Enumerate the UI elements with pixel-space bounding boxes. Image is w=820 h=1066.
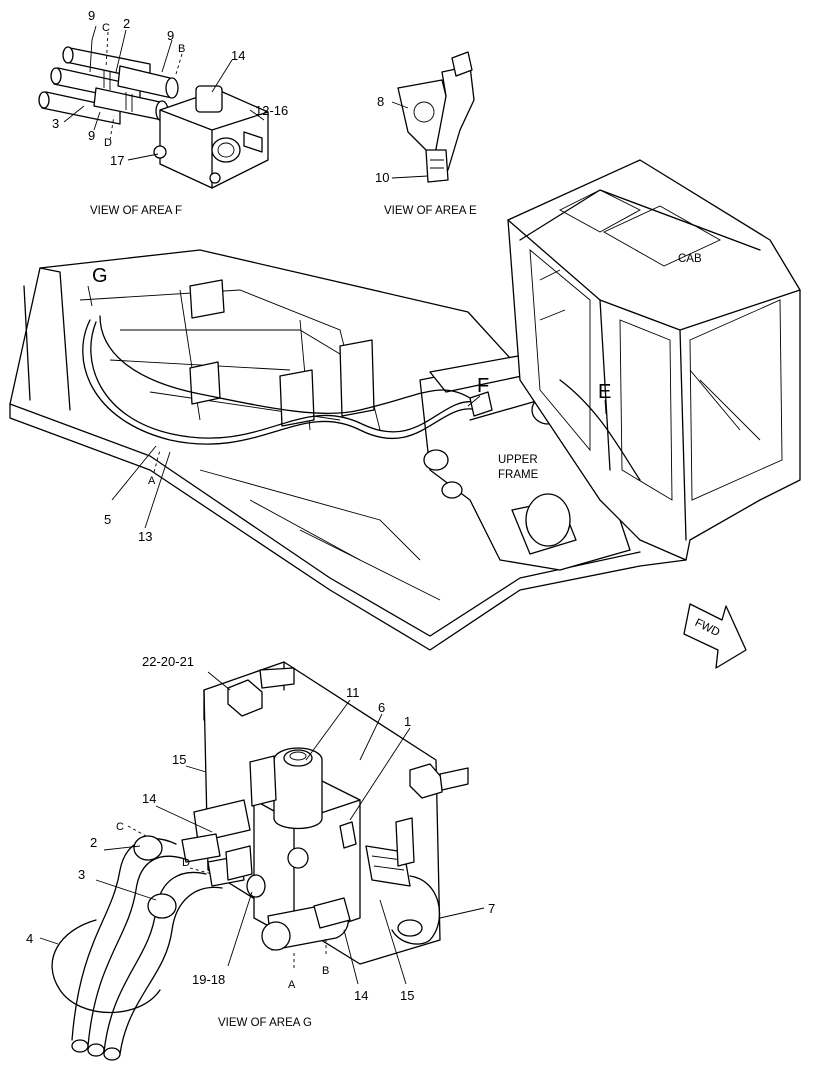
caption-area-g: VIEW OF AREA G — [218, 1017, 312, 1029]
callout-g-15a: 15 — [172, 752, 186, 767]
callout-g-14a: 14 — [142, 791, 156, 806]
callout-f-d: D — [104, 137, 112, 149]
callout-main-13: 13 — [138, 529, 152, 544]
callout-f-c: C — [102, 22, 110, 34]
callout-f-9a: 9 — [88, 8, 95, 23]
callout-g-22-20-21: 22-20-21 — [142, 654, 194, 669]
callout-g-15b: 15 — [400, 988, 414, 1003]
callout-g-4: 4 — [26, 931, 33, 946]
callout-e-8: 8 — [377, 94, 384, 109]
callout-g-a: A — [288, 979, 296, 991]
callout-f-12-16: 12-16 — [255, 103, 288, 118]
fwd-arrow: FWD — [683, 603, 747, 669]
callout-f-9c: 9 — [88, 128, 95, 143]
callout-e-10: 10 — [375, 170, 389, 185]
view-area-e-drawing — [391, 51, 475, 183]
callout-f-14: 14 — [231, 48, 245, 63]
callout-main-5: 5 — [104, 512, 111, 527]
area-marker-g: G — [92, 265, 108, 287]
callout-g-6: 6 — [378, 700, 385, 715]
area-marker-f: F — [477, 375, 489, 397]
callout-g-14b: 14 — [354, 988, 368, 1003]
callout-f-b: B — [178, 43, 185, 55]
caption-area-e: VIEW OF AREA E — [384, 205, 477, 217]
callout-g-11: 11 — [346, 685, 360, 700]
callout-g-7: 7 — [488, 901, 495, 916]
label-upper: UPPER — [498, 454, 538, 466]
area-marker-e: E — [598, 381, 611, 403]
callout-f-17: 17 — [110, 153, 124, 168]
label-cab: CAB — [678, 253, 702, 265]
callout-g-b: B — [322, 965, 329, 977]
label-frame: FRAME — [498, 469, 539, 481]
view-area-f-drawing — [38, 25, 269, 189]
caption-area-f: VIEW OF AREA F — [90, 205, 182, 217]
callout-g-d: D — [182, 857, 190, 869]
callout-f-9b: 9 — [167, 28, 174, 43]
callout-g-1: 1 — [404, 714, 411, 729]
callout-g-c: C — [116, 821, 124, 833]
callout-f-2: 2 — [123, 16, 130, 31]
view-area-g-drawing — [39, 661, 485, 1061]
callout-main-a: A — [148, 475, 156, 487]
upper-frame-drawing — [9, 159, 801, 651]
callout-g-19-18: 19-18 — [192, 972, 225, 987]
callout-g-3: 3 — [78, 867, 85, 882]
callout-g-2: 2 — [90, 835, 97, 850]
callout-f-3: 3 — [52, 116, 59, 131]
